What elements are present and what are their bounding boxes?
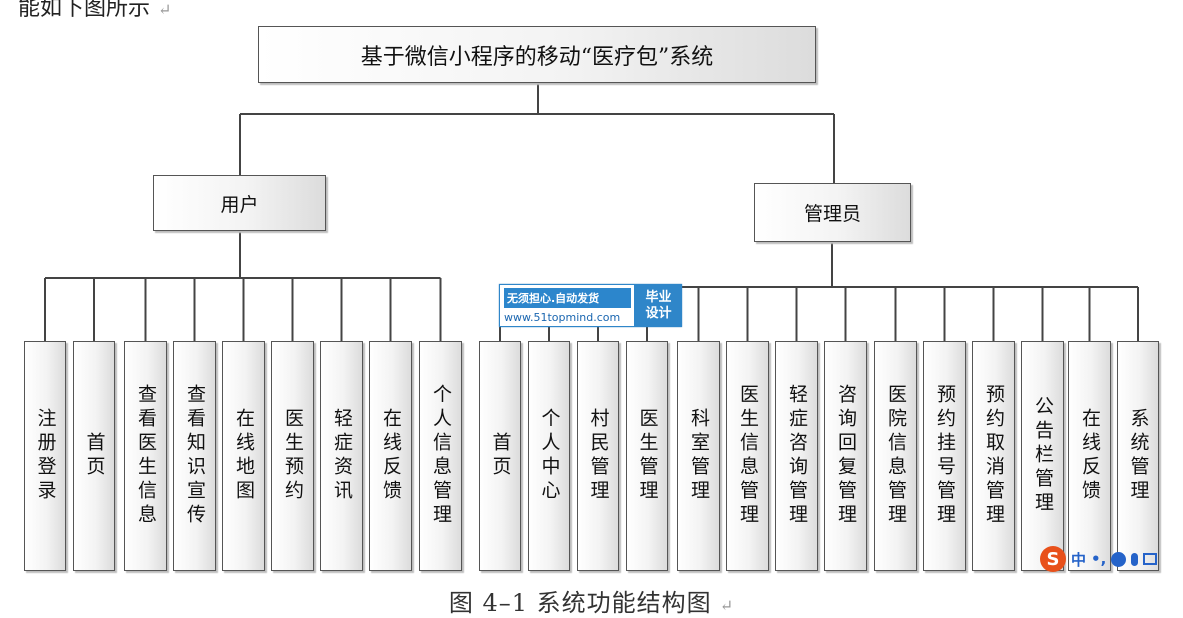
admin-node: 管理员 xyxy=(754,183,911,242)
watermark-url: www.51topmind.com xyxy=(504,310,621,324)
user-label: 用户 xyxy=(220,193,259,216)
user-leaf-5: 在线地图 xyxy=(222,341,265,571)
admin-leaf-12: 公告栏管理 xyxy=(1021,341,1064,571)
emoji-icon[interactable] xyxy=(1111,551,1127,567)
preceding-text-line: 能如下图所示 ↵ xyxy=(18,0,171,22)
user-node: 用户 xyxy=(153,175,326,231)
admin-leaf-9-label: 医院信息管理 xyxy=(885,384,907,528)
admin-leaf-14-label: 系统管理 xyxy=(1127,408,1150,504)
admin-leaf-13: 在线反馈 xyxy=(1068,341,1111,571)
watermark-badge: 无须担心.自动发货 www.51topmind.com 毕业设计 xyxy=(499,284,682,327)
admin-leaf-10: 预约挂号管理 xyxy=(923,341,966,571)
return-mark: ↵ xyxy=(158,0,172,19)
admin-leaf-12-label: 公告栏管理 xyxy=(1032,396,1054,516)
admin-leaf-3-label: 村民管理 xyxy=(587,408,610,504)
ime-language-toggle[interactable]: 中 xyxy=(1071,550,1087,569)
admin-leaf-11-label: 预约取消管理 xyxy=(983,384,1005,528)
user-leaf-8: 在线反馈 xyxy=(369,341,412,571)
admin-leaf-6-label: 医生信息管理 xyxy=(737,384,759,528)
admin-leaf-1: 首页 xyxy=(479,341,521,571)
user-leaf-3-label: 查看医生信息 xyxy=(135,384,157,528)
admin-leaf-2: 个人中心 xyxy=(528,341,570,571)
user-leaf-1: 注册登录 xyxy=(24,341,66,571)
microphone-icon[interactable] xyxy=(1131,552,1139,566)
admin-leaf-6: 医生信息管理 xyxy=(726,341,769,571)
keyboard-icon[interactable] xyxy=(1143,553,1158,565)
user-leaf-3: 查看医生信息 xyxy=(124,341,167,571)
user-leaf-9-label: 个人信息管理 xyxy=(430,384,452,528)
user-leaf-6-label: 医生预约 xyxy=(282,408,304,504)
user-leaf-8-label: 在线反馈 xyxy=(380,408,402,504)
user-leaf-9: 个人信息管理 xyxy=(419,341,462,571)
admin-leaf-1-label: 首页 xyxy=(489,432,512,480)
user-leaf-4: 查看知识宣传 xyxy=(173,341,216,571)
admin-leaf-2-label: 个人中心 xyxy=(538,408,561,504)
user-leaf-4-label: 查看知识宣传 xyxy=(184,384,206,528)
sogou-logo-icon[interactable]: S xyxy=(1040,546,1066,572)
admin-leaf-4: 医生管理 xyxy=(626,341,668,571)
admin-leaf-8: 咨询回复管理 xyxy=(824,341,867,571)
user-leaf-2-label: 首页 xyxy=(83,432,106,480)
admin-leaf-3: 村民管理 xyxy=(577,341,619,571)
admin-leaf-11: 预约取消管理 xyxy=(972,341,1015,571)
admin-leaf-7: 轻症咨询管理 xyxy=(775,341,818,571)
admin-leaf-4-label: 医生管理 xyxy=(636,408,659,504)
user-leaf-7-label: 轻症资讯 xyxy=(331,408,353,504)
caption-return-mark: ↵ xyxy=(719,596,735,615)
ime-toolbar[interactable]: S 中 •, xyxy=(1040,545,1183,573)
admin-leaf-14: 系统管理 xyxy=(1117,341,1159,571)
user-leaf-7: 轻症资讯 xyxy=(320,341,363,571)
root-node: 基于微信小程序的移动“医疗包”系统 xyxy=(258,26,816,83)
admin-leaf-5-label: 科室管理 xyxy=(688,408,710,504)
ime-punctuation-toggle[interactable]: •, xyxy=(1091,550,1107,568)
admin-label: 管理员 xyxy=(803,203,861,225)
watermark-left: 无须担心.自动发货 www.51topmind.com xyxy=(499,284,635,327)
admin-leaf-8-label: 咨询回复管理 xyxy=(835,384,857,528)
root-label: 基于微信小程序的移动“医疗包”系统 xyxy=(360,44,714,70)
admin-leaf-7-label: 轻症咨询管理 xyxy=(786,384,808,528)
user-leaf-6: 医生预约 xyxy=(271,341,314,571)
user-leaf-1-label: 注册登录 xyxy=(34,408,57,504)
watermark-tag-text: 毕业设计 xyxy=(645,289,672,321)
watermark-tag: 毕业设计 xyxy=(635,284,682,327)
figure-caption-text: 图 4–1 系统功能结构图 xyxy=(448,589,712,617)
watermark-slogan: 无须担心.自动发货 xyxy=(504,287,631,308)
admin-leaf-13-label: 在线反馈 xyxy=(1079,408,1101,504)
user-leaf-5-label: 在线地图 xyxy=(233,408,255,504)
admin-leaf-10-label: 预约挂号管理 xyxy=(934,384,956,528)
user-leaf-2: 首页 xyxy=(73,341,115,571)
admin-leaf-5: 科室管理 xyxy=(677,341,720,571)
figure-caption: 图 4–1 系统功能结构图 ↵ xyxy=(0,583,1183,618)
preceding-text: 能如下图所示 xyxy=(18,0,151,21)
admin-leaf-9: 医院信息管理 xyxy=(874,341,917,571)
